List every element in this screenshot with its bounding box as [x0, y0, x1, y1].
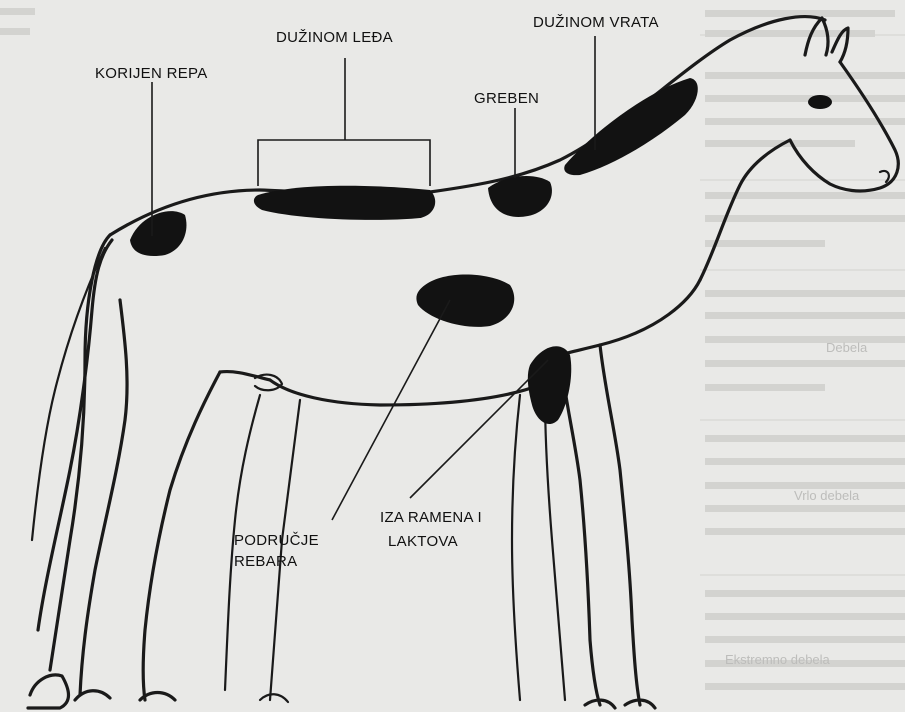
- label-podrucje-rebara-1: PODRUČJE: [234, 532, 319, 549]
- side-label-debela: Debela: [826, 340, 868, 355]
- side-label-vrlo-debela: Vrlo debela: [794, 488, 860, 503]
- label-korijen-repa: KORIJEN REPA: [95, 65, 208, 82]
- label-greben: GREBEN: [474, 90, 539, 107]
- eye-mark: [808, 95, 832, 109]
- label-iza-ramena-1: IZA RAMENA I: [380, 509, 482, 526]
- label-duzinom-ledja: DUŽINOM LEĐA: [276, 29, 393, 46]
- label-duzinom-vrata: DUŽINOM VRATA: [533, 14, 659, 31]
- label-iza-ramena-2: LAKTOVA: [388, 533, 458, 550]
- label-podrucje-rebara-2: REBARA: [234, 553, 298, 570]
- side-label-ekstremno-debela: Ekstremno debela: [725, 652, 831, 667]
